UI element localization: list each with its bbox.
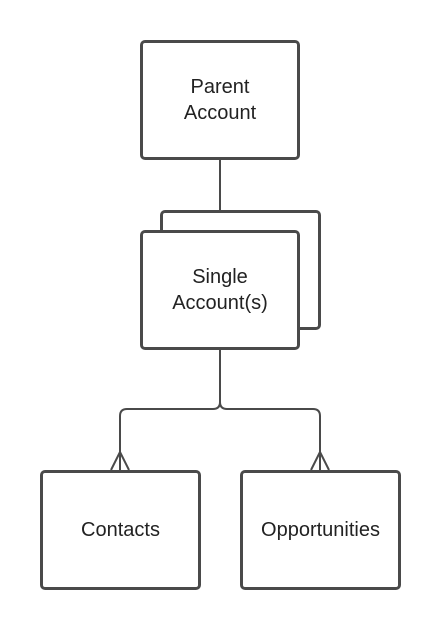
node-opportunities[interactable]: Opportunities xyxy=(240,470,401,590)
node-parent-account[interactable]: Parent Account xyxy=(140,40,300,160)
crowfoot-opportunities-icon xyxy=(310,449,330,471)
connector-single-to-children xyxy=(119,350,321,470)
node-opportunities-label: Opportunities xyxy=(261,519,380,541)
node-contacts[interactable]: Contacts xyxy=(40,470,201,590)
node-single-accounts[interactable]: Single Account(s) xyxy=(140,230,300,350)
node-contacts-label: Contacts xyxy=(81,519,160,541)
node-single-accounts-label: Single Account(s) xyxy=(172,266,268,314)
crowfoot-contacts-icon xyxy=(110,449,130,471)
node-parent-account-label: Parent Account xyxy=(183,76,257,124)
